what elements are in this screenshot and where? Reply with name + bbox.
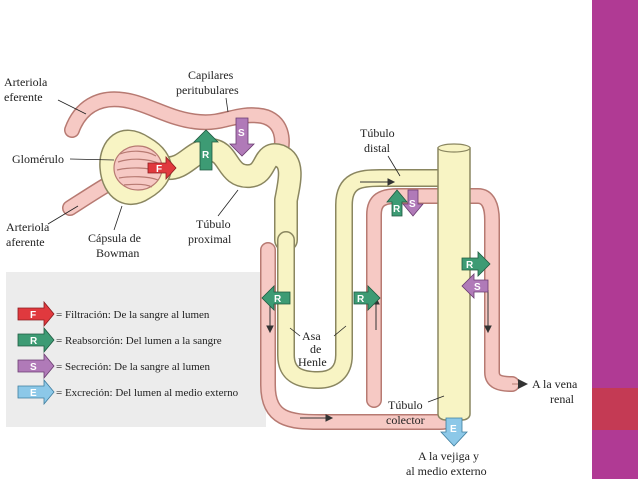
- reabsorption-arrow-proximal-letter: R: [202, 150, 210, 161]
- secretion-arrow-collector-letter: S: [474, 282, 481, 293]
- leader-collector: [427, 395, 445, 403]
- leader-glomerulus: [69, 158, 115, 161]
- filtration-arrow-letter: F: [156, 164, 162, 175]
- label-henle-2: de: [310, 342, 321, 356]
- leader-efferent: [57, 99, 87, 115]
- label-bladder-2: al medio externo: [406, 464, 487, 478]
- tubule: [154, 138, 449, 389]
- label-efferent-2: eferente: [4, 90, 43, 104]
- label-afferent-2: aferente: [6, 235, 45, 249]
- label-proximal-1: Túbulo: [196, 217, 231, 231]
- secretion-arrow-proximal: S: [229, 117, 255, 157]
- label-proximal-2: proximal: [188, 232, 232, 246]
- reabsorption-arrow-distal: R: [386, 189, 408, 217]
- legend-item-excretion: E = Excreción: Del lumen al medio extern…: [17, 378, 239, 406]
- reabsorption-arrow-collector-letter: R: [466, 260, 474, 271]
- legend-item-secretion: S = Secreción: De la sangre al lumen: [17, 352, 211, 380]
- legend-item-reabsorption: R = Reabsorción: Del lumen a la sangre: [17, 326, 222, 354]
- leader-afferent: [47, 205, 79, 225]
- label-afferent-1: Arteriola: [6, 220, 50, 234]
- sidebar-accent: [592, 388, 638, 430]
- reabsorption-arrow-ascending: R: [353, 285, 381, 311]
- excretion-arrow-letter: E: [450, 424, 457, 435]
- blood-vessels: [62, 91, 520, 430]
- reabsorption-arrow-ascending-letter: R: [357, 294, 365, 305]
- leader-distal: [387, 155, 401, 177]
- leader-bowman: [113, 205, 123, 231]
- legend-letter-s: S: [30, 362, 37, 373]
- legend-letter-e: E: [30, 388, 37, 399]
- legend-text-reabsorption: = Reabsorción: Del lumen a la sangre: [56, 335, 222, 347]
- label-glomerulus: Glomérulo: [12, 152, 64, 166]
- secretion-arrow-distal: S: [402, 189, 424, 217]
- leader-proximal: [217, 189, 239, 217]
- excretion-arrow: E: [440, 417, 468, 447]
- collecting-duct-top: [437, 143, 471, 153]
- label-efferent-1: Arteriola: [4, 75, 48, 89]
- filtration-arrow: F: [147, 155, 177, 181]
- reabsorption-arrow-descending-letter: R: [274, 294, 282, 305]
- reabsorption-arrow-collector: R: [461, 251, 491, 277]
- legend-letter-r: R: [30, 336, 38, 347]
- label-bowman-2: Bowman: [96, 246, 139, 260]
- reabsorption-arrow-descending: R: [261, 285, 291, 311]
- legend-item-filtration: F = Filtración: De la sangre al lumen: [17, 300, 210, 328]
- leader-henle-left: [289, 327, 301, 337]
- labels: Arteriola eferente Glomérulo Arteriola a…: [4, 68, 578, 478]
- legend: F = Filtración: De la sangre al lumen R …: [17, 300, 239, 406]
- label-henle-1: Asa: [302, 329, 321, 343]
- secretion-arrow-collector: S: [461, 273, 489, 299]
- label-collector-1: Túbulo: [388, 398, 423, 412]
- legend-letter-f: F: [30, 310, 36, 321]
- legend-text-filtration: = Filtración: De la sangre al lumen: [56, 309, 210, 321]
- label-bladder-1: A la vejiga y: [418, 449, 479, 463]
- legend-box: [6, 272, 266, 427]
- legend-text-secretion: = Secreción: De la sangre al lumen: [56, 361, 211, 373]
- label-distal-1: Túbulo: [360, 126, 395, 140]
- secretion-arrow-distal-letter: S: [409, 199, 416, 210]
- renal-vein-outlet: [512, 379, 528, 389]
- label-peritubular-2: peritubulares: [176, 83, 239, 97]
- label-distal-2: distal: [364, 141, 391, 155]
- reabsorption-arrow-distal-letter: R: [393, 204, 401, 215]
- label-vein-2: renal: [550, 392, 575, 406]
- label-vein-1: A la vena: [532, 377, 578, 391]
- label-peritubular-1: Capilares: [188, 68, 234, 82]
- label-collector-2: colector: [386, 413, 425, 427]
- label-bowman-1: Cápsula de: [88, 231, 141, 245]
- label-henle-3: Henle: [298, 355, 327, 369]
- secretion-arrow-proximal-letter: S: [238, 128, 245, 139]
- reabsorption-arrow-proximal: R: [193, 129, 219, 171]
- leader-henle-right: [333, 325, 347, 337]
- legend-text-excretion: = Excreción: Del lumen al medio externo: [56, 387, 239, 399]
- leader-peritubular: [225, 97, 229, 113]
